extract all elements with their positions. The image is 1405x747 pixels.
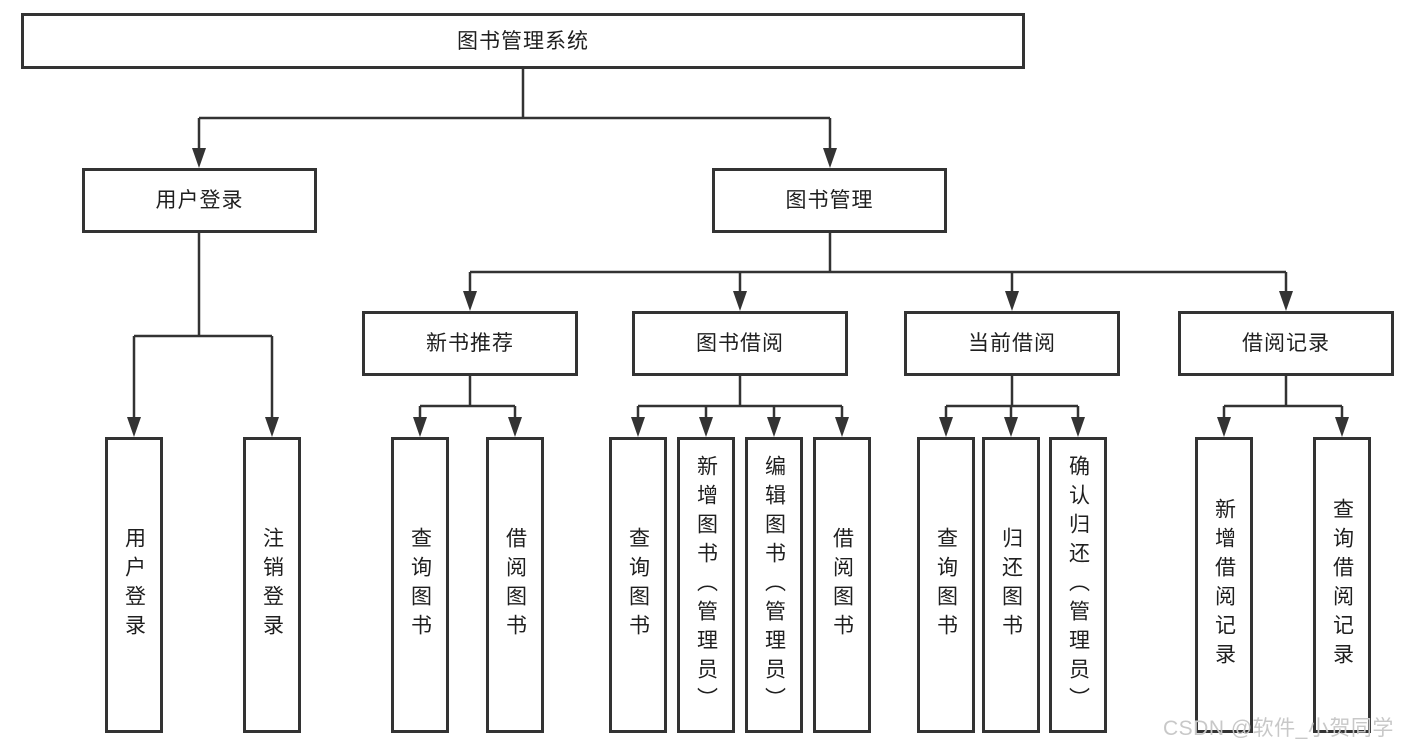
node-label: 用户登录 [122, 527, 146, 643]
node-label: 归还图书 [999, 527, 1023, 643]
node-branch-user-login: 用户登录 [82, 168, 317, 233]
node-section-current-borrow: 当前借阅 [904, 311, 1120, 376]
node-label: 图书管理系统 [457, 29, 589, 53]
node-leaf-add-borrow-record: 新增借阅记录 [1195, 437, 1253, 733]
node-leaf-logout: 注销登录 [243, 437, 301, 733]
node-leaf-query-books-current: 查询图书 [917, 437, 975, 733]
node-branch-book-management: 图书管理 [712, 168, 947, 233]
node-leaf-query-books-recommend: 查询图书 [391, 437, 449, 733]
node-leaf-query-books-borrow: 查询图书 [609, 437, 667, 733]
node-root-library-system: 图书管理系统 [21, 13, 1025, 69]
node-label: 借阅记录 [1242, 332, 1330, 355]
node-leaf-confirm-return-admin: 确认归还（管理员） [1049, 437, 1107, 733]
node-leaf-query-borrow-record: 查询借阅记录 [1313, 437, 1371, 733]
node-leaf-edit-books-admin: 编辑图书（管理员） [745, 437, 803, 733]
node-label: 新增借阅记录 [1212, 498, 1236, 672]
node-label: 图书借阅 [696, 332, 784, 355]
node-leaf-add-books-admin: 新增图书（管理员） [677, 437, 735, 733]
node-label: 查询图书 [934, 527, 958, 643]
node-leaf-user-login: 用户登录 [105, 437, 163, 733]
node-label: 图书管理 [785, 189, 874, 212]
node-label: 当前借阅 [968, 332, 1056, 355]
node-label: 新书推荐 [426, 332, 514, 355]
node-label: 确认归还（管理员） [1066, 454, 1090, 716]
node-label: 查询图书 [626, 527, 650, 643]
node-label: 查询借阅记录 [1330, 498, 1354, 672]
csdn-watermark: CSDN @软件_小贺同学 [1163, 717, 1394, 740]
node-label: 借阅图书 [503, 527, 527, 643]
node-leaf-borrow-books: 借阅图书 [813, 437, 871, 733]
node-label: 编辑图书（管理员） [762, 454, 786, 716]
node-label: 新增图书（管理员） [694, 454, 718, 716]
node-section-book-borrow: 图书借阅 [632, 311, 848, 376]
node-section-new-book-recommend: 新书推荐 [362, 311, 578, 376]
node-label: 用户登录 [155, 189, 244, 212]
node-label: 注销登录 [260, 527, 284, 643]
node-leaf-borrow-books-recommend: 借阅图书 [486, 437, 544, 733]
node-label: 借阅图书 [830, 527, 854, 643]
node-leaf-return-books: 归还图书 [982, 437, 1040, 733]
node-section-borrow-records: 借阅记录 [1178, 311, 1394, 376]
node-label: 查询图书 [408, 527, 432, 643]
